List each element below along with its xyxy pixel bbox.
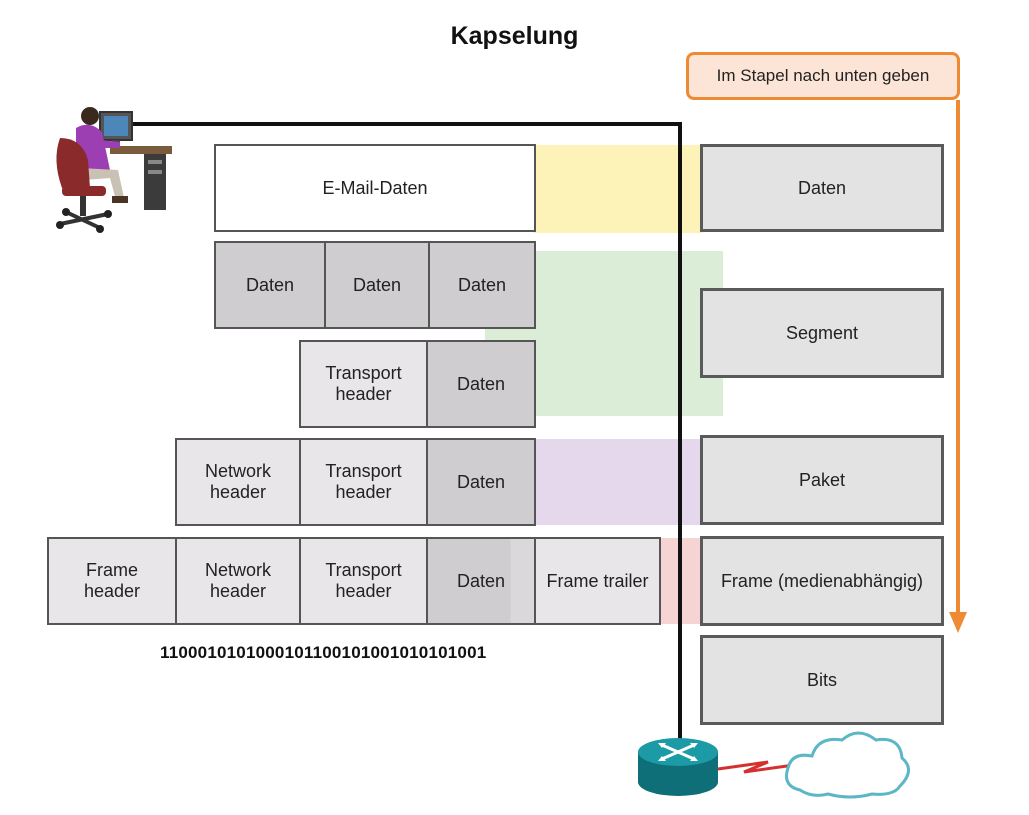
packet-transport-header: Transport header — [299, 438, 428, 526]
direction-label: Im Stapel nach unten geben — [686, 52, 960, 100]
wan-link-icon — [717, 760, 795, 774]
split-data-cell-3: Daten — [428, 241, 536, 329]
stack-layer-packet: Paket — [700, 435, 944, 525]
user-at-computer-icon — [56, 107, 172, 233]
email-data-cell: E-Mail-Daten — [214, 144, 536, 232]
stack-layer-segment: Segment — [700, 288, 944, 378]
stack-layer-frame: Frame (medienabhängig) — [700, 536, 944, 626]
frame-trailer-cell: Frame trailer — [534, 537, 661, 625]
stack-layer-data: Daten — [700, 144, 944, 232]
stack-layer-bits: Bits — [700, 635, 944, 725]
segment-transport-header: Transport header — [299, 340, 428, 428]
frame-network-header: Network header — [175, 537, 301, 625]
path-line — [133, 122, 682, 745]
packet-data-cell: Daten — [426, 438, 536, 526]
diagram-title: Kapselung — [450, 22, 579, 50]
packet-network-header: Network header — [175, 438, 301, 526]
router-icon — [638, 738, 718, 796]
band-data — [533, 145, 703, 233]
band-packet — [533, 439, 701, 525]
frame-data-cell: Daten — [426, 537, 536, 625]
bit-string: 1100010101000101100101001010101001 — [160, 643, 487, 662]
cloud-icon — [785, 731, 910, 799]
down-arrow-icon — [949, 100, 967, 633]
segment-data-cell: Daten — [426, 340, 536, 428]
frame-transport-header: Transport header — [299, 537, 428, 625]
